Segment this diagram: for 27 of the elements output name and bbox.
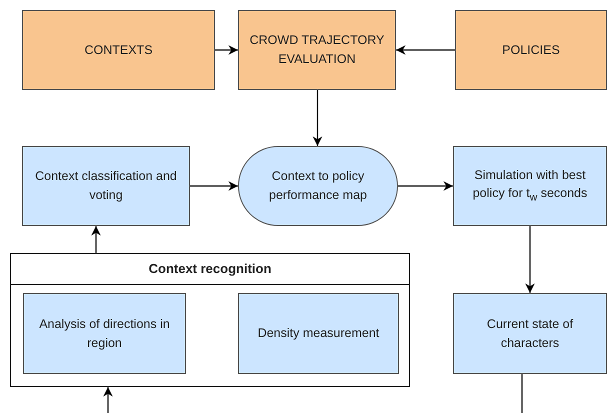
node-label: Current state of characters [486, 316, 574, 352]
process-box [453, 293, 607, 374]
node-label: Context classification and voting [34, 168, 178, 204]
arrow [190, 181, 238, 191]
node-label: Simulation with best policy for t$_{w}$ seconds [472, 166, 588, 206]
input-box [455, 10, 607, 90]
arrow [91, 226, 101, 253]
input-box [238, 10, 396, 90]
process-box [22, 146, 190, 226]
process-box [23, 293, 186, 374]
arrow [312, 90, 322, 146]
arrow [398, 181, 453, 191]
group-container [10, 253, 410, 387]
group-title: Context recognition [11, 254, 409, 285]
node-label: Density measurement [256, 325, 380, 342]
arrow [215, 45, 238, 55]
node-label: Context to policy performance map [268, 168, 368, 204]
arrow [525, 226, 535, 293]
process-box [238, 293, 399, 374]
node-label: CONTEXTS [83, 42, 154, 59]
arrow [103, 387, 113, 413]
input-box [22, 10, 215, 90]
node-label: CROWD TRAJECTORY EVALUATION [248, 32, 386, 68]
node-label: POLICIES [501, 42, 561, 59]
process-box [453, 146, 607, 226]
node-label: Analysis of directions in region [38, 316, 171, 352]
arrow [396, 45, 455, 55]
